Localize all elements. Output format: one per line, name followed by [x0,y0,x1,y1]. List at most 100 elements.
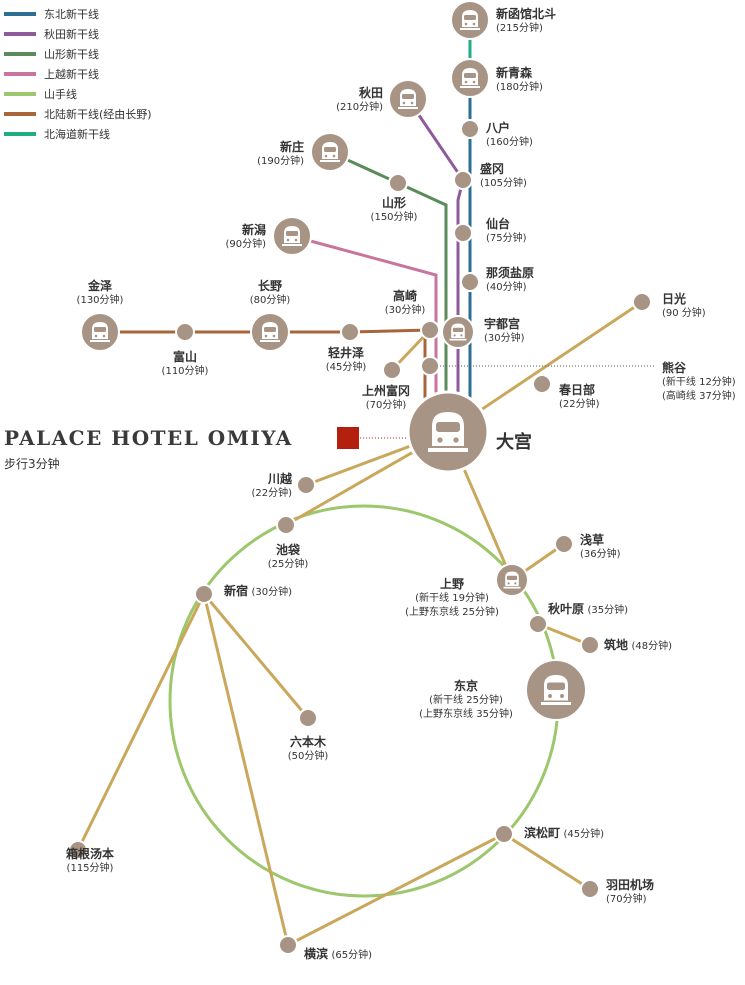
station-dot-yamagata [388,173,408,193]
legend-label: 北海道新干线 [44,128,110,141]
station-time: (150分钟) [370,212,418,223]
station-label-toyama: 富山 (110分钟) [162,350,209,379]
station-label-hamamatsucho: 滨松町 (45分钟) [524,826,604,842]
station-dot-hachinohe [460,119,480,139]
station-time: (22分钟) [251,488,292,499]
station-name: 东京 [453,679,478,693]
station-time: (65分钟) [331,950,373,961]
station-icon-niigata [272,216,312,256]
station-time: (上野东京线 25分钟) [405,607,499,618]
station-name: 羽田机场 [606,878,655,892]
station-dot-kumagaya [420,356,440,376]
station-name: 池袋 [275,543,300,557]
hotel-marker [337,427,359,449]
station-label-hachinohe: 八户(160分钟) [486,121,533,150]
station-icon-kanazawa [80,312,120,352]
legend-item: 上越新干线 [4,64,152,84]
legend-item: 山手线 [4,84,152,104]
legend-label: 秋田新干线 [44,28,99,41]
legend-label: 东北新干线 [44,8,99,21]
station-label-shinjuku: 新宿 (30分钟) [224,584,292,600]
station-label-kasukabe: 春日部(22分钟) [559,383,600,412]
shinkansen-stations [80,0,587,721]
station-label-yamagata: 山形(150分钟) [371,196,418,225]
station-name: 新青森 [496,66,533,80]
legend-swatch [4,112,36,116]
station-icon-akita [388,79,428,119]
legend-item: 东北新干线 [4,4,152,24]
station-name: 金泽 [87,279,113,293]
station-label-takasaki: 高崎(30分钟) [385,289,426,318]
station-time: (48分钟) [631,641,673,652]
station-dot-nikko [632,292,652,312]
station-dot-nasushiobara [460,272,480,292]
station-label-karuizawa: 轻井泽(45分钟) [326,346,367,375]
station-time: (90分钟) [225,239,266,250]
station-name: 六本木 [289,735,326,749]
station-name: 秋叶原 [548,602,585,616]
station-label-akihabara: 秋叶原 (35分钟) [548,602,628,618]
station-name: 上州富冈 [361,384,411,398]
station-name: 川越 [267,472,292,486]
station-time: (30分钟) [484,333,525,344]
station-time: (上野东京线 35分钟) [419,709,513,720]
station-time: (70分钟) [365,400,407,411]
station-name: 新潟 [241,223,266,237]
legend-label: 山形新干线 [44,48,99,61]
station-label-kumagaya: 熊谷 (新干线 12分钟) (高崎线 37分钟) [662,361,736,404]
station-name: 新宿 [224,584,249,598]
station-name: 宇都宫 [484,317,521,331]
station-label-utsunomiya: 宇都宫 (30分钟) [484,317,525,346]
station-dot-roppongi [298,708,318,728]
hotel-name: PALACE HOTEL OMIYA [4,426,293,450]
legend-swatch [4,12,36,16]
station-name: 秋田 [358,86,383,100]
station-label-kawagoe: 川越 (22分钟) [251,472,292,501]
station-label-tokyo: 东京 (新干线 25分钟) (上野东京线 35分钟) [419,679,513,722]
station-name: 轻井泽 [327,346,364,360]
legend-label: 山手线 [44,88,77,101]
station-time: (22分钟) [559,399,600,410]
station-name: 熊谷 [662,361,687,375]
station-time: (新干线 19分钟) [415,593,489,604]
station-icon-ueno [495,563,529,597]
station-time: (高崎线 37分钟) [662,391,736,402]
station-dot-akihabara [528,614,548,634]
station-icon-nagano [250,312,290,352]
station-dot-karuizawa [340,322,360,342]
legend-item: 北陆新干线(经由长野) [4,104,152,124]
station-label-akita: 秋田 (210分钟) [336,86,383,115]
station-time: (新干线 25分钟) [429,695,503,706]
station-dot-takasaki [420,320,440,340]
station-name: 长野 [257,279,282,293]
station-time: (210分钟) [336,102,383,113]
station-name: 高崎 [392,289,417,303]
station-time: (36分钟) [580,549,621,560]
station-time: (新干线 12分钟) [662,377,736,388]
station-dot-shinjuku [194,584,214,604]
legend-item: 山形新干线 [4,44,152,64]
station-name: 富山 [172,350,198,364]
station-time: (45分钟) [563,829,605,840]
legend-label: 北陆新干线(经由长野) [44,108,152,121]
station-dot-sendai [453,223,473,243]
station-name: 新庄 [279,140,304,154]
station-label-yokohama: 横滨 (65分钟) [304,947,372,963]
station-name: 八户 [486,121,511,135]
station-time: (30分钟) [251,587,293,598]
station-time: (50分钟) [287,751,329,762]
station-name: 横滨 [304,947,329,961]
station-time: (180分钟) [496,82,543,93]
station-dot-jomokogen [382,360,402,380]
yamagata-line [329,150,448,430]
station-dot-toyama [175,322,195,342]
legend-swatch [4,92,36,96]
station-dot-haneda [580,879,600,899]
station-label-kanazawa: 金泽(130分钟) [77,279,124,308]
station-time: (110分钟) [161,366,209,377]
station-label-ikebukuro: 池袋(25分钟) [268,543,309,572]
station-label-shinaomori: 新青森 (180分钟) [496,66,543,95]
station-dot-morioka [453,170,473,190]
joetsu-line [291,234,438,430]
station-label-asakusa: 浅草(36分钟) [580,533,621,562]
